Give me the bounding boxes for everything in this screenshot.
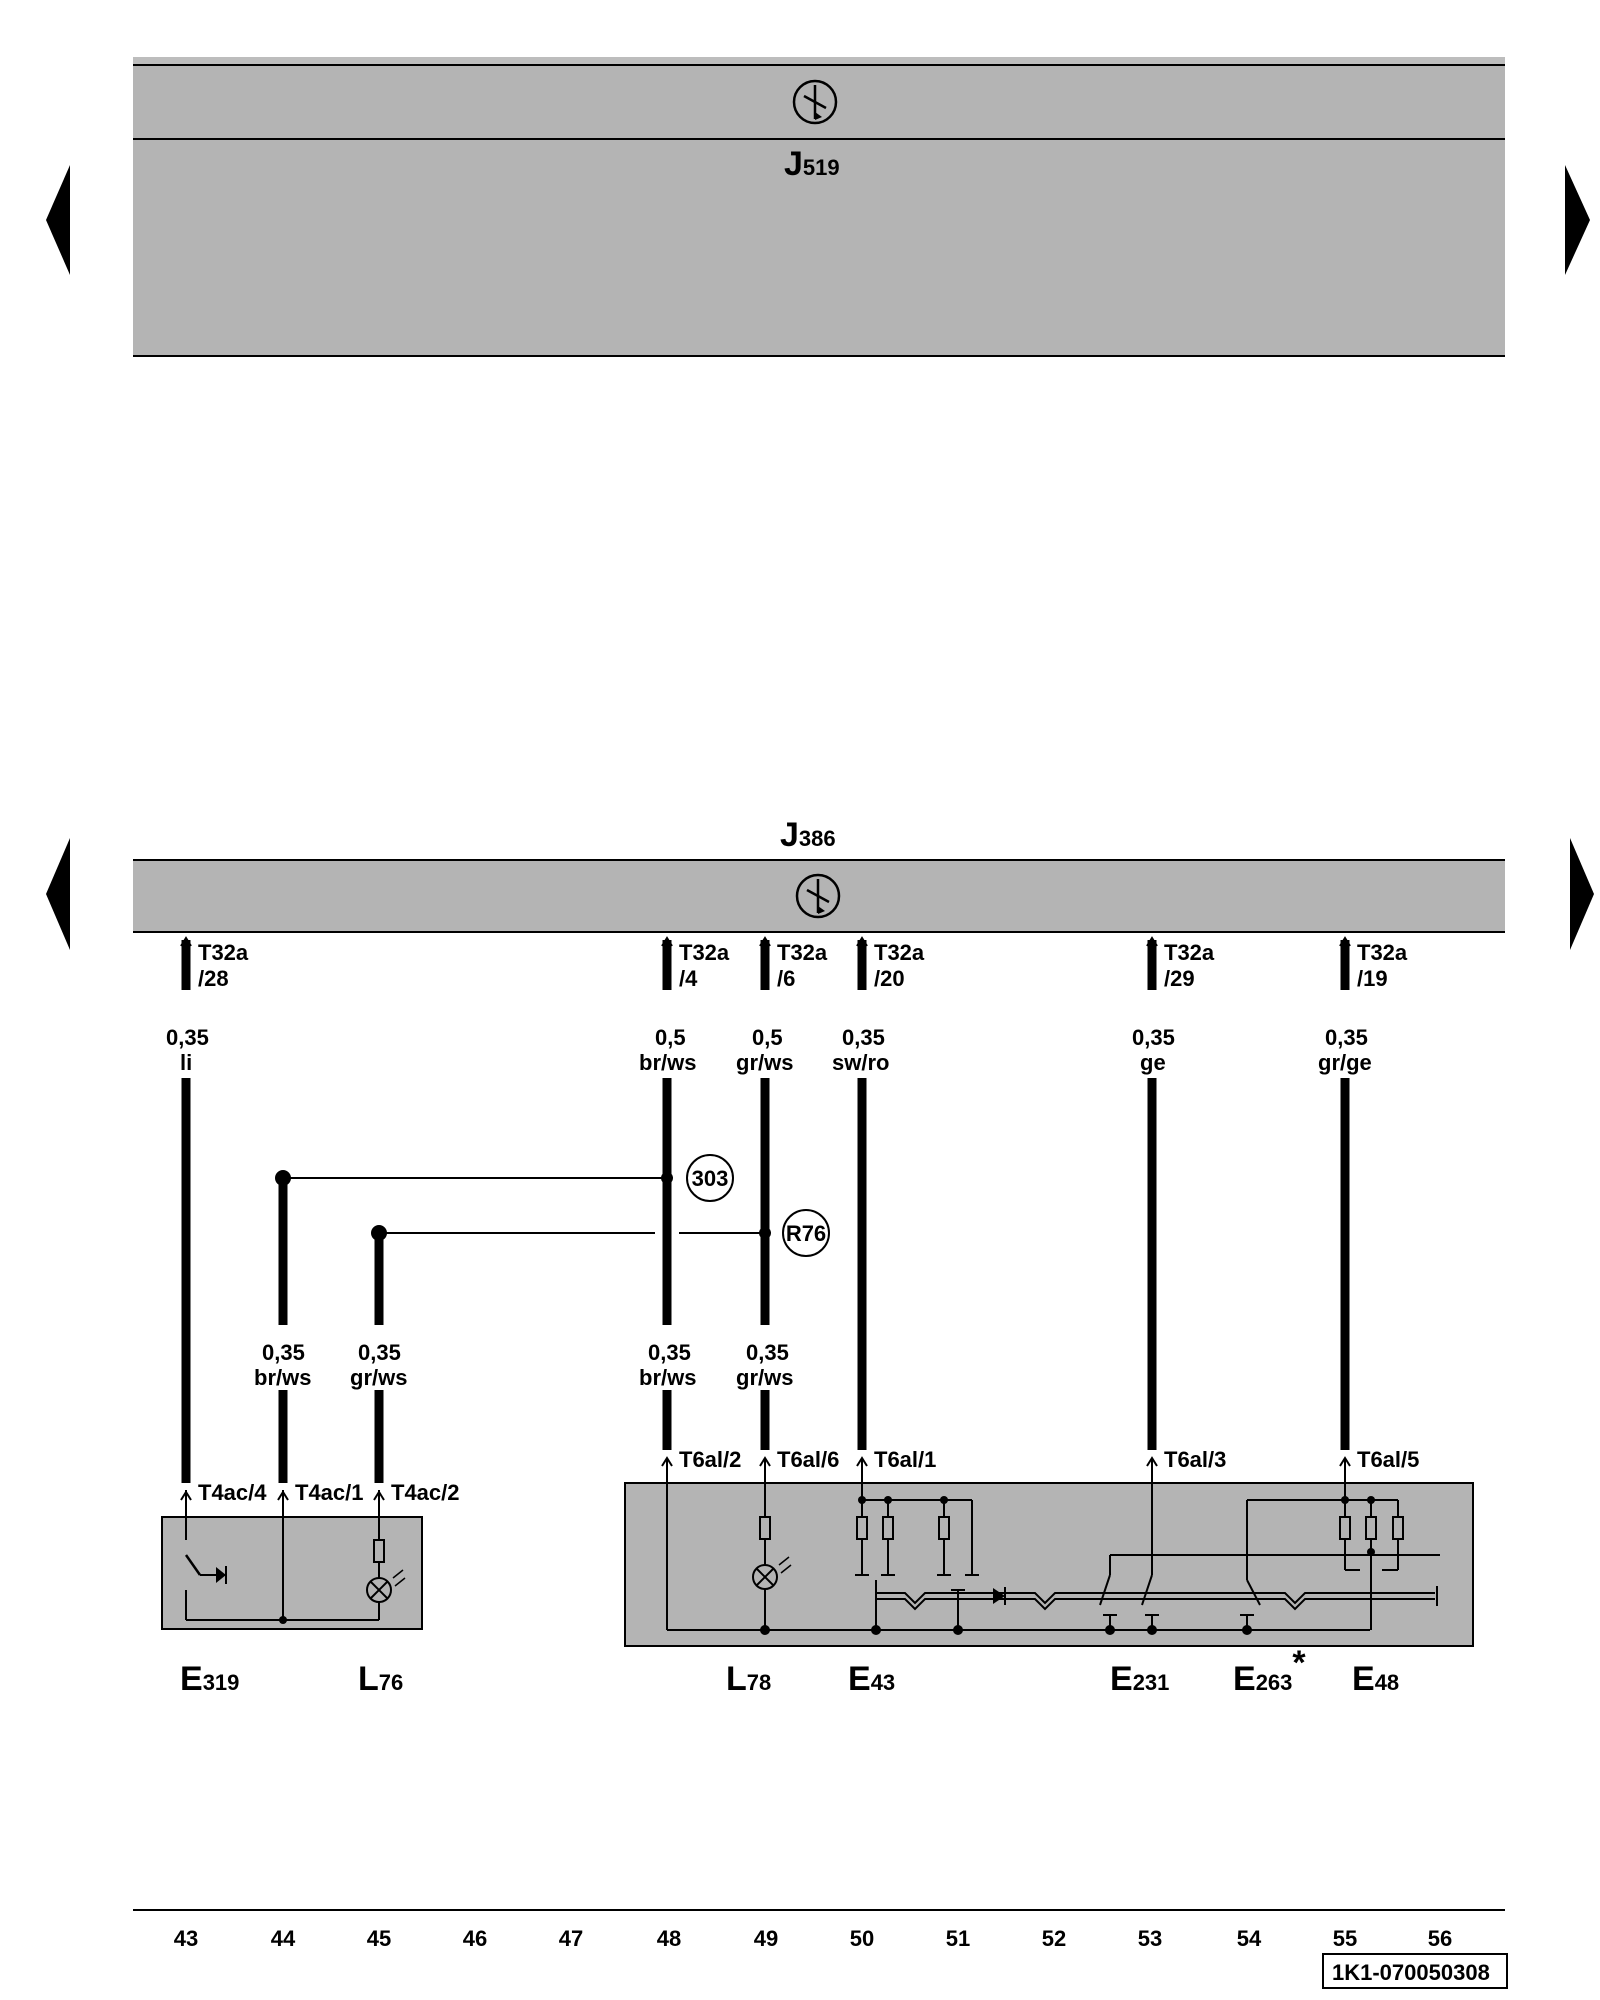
previous-page-arrow-icon[interactable] [46,165,70,275]
connector-pin-label: /20 [874,966,905,991]
connector-label: T6al/2 [679,1447,741,1472]
resistor-ladder-icon [855,1500,979,1576]
wire-color-label: br/ws [639,1050,696,1075]
junction-r76: R76 [782,1209,830,1257]
connector-pin-label: /4 [679,966,698,991]
wire-size-label: 0,35 [358,1340,401,1365]
column-number: 45 [367,1926,391,1951]
switch-module-e43 [624,1458,1474,1647]
wire-size-label: 0,5 [752,1025,783,1050]
wire-size-label: 0,35 [1325,1025,1368,1050]
wire-li: T32a /28 0,35 li T4ac/4 [166,940,267,1505]
svg-text:R76: R76 [786,1221,826,1246]
diode-icon [993,1588,1005,1604]
indicator-lamp-icon [366,1569,406,1603]
previous-page-arrow-icon[interactable] [46,838,70,950]
wire-size-label: 0,35 [262,1340,305,1365]
module-j519-label: J519 [784,145,840,183]
column-number: 47 [559,1926,583,1951]
connector-label: T4ac/2 [391,1480,460,1505]
branch-wire-br-ws: 0,35 br/ws T4ac/1 [254,1170,673,1505]
diode-icon [216,1567,226,1583]
wire-sw-ro: T32a /20 0,35 sw/ro T6al/1 [832,940,936,1472]
component-e48-label: E48 [1352,1660,1399,1698]
next-page-arrow-icon[interactable] [1570,838,1594,950]
column-number: 53 [1138,1926,1162,1951]
component-l76-label: L76 [358,1660,403,1698]
column-number: 43 [174,1926,198,1951]
wire-size-label: 0,35 [648,1340,691,1365]
wire-color-label: ge [1140,1050,1166,1075]
connector-label: T6al/5 [1357,1447,1419,1472]
electronic-module-icon [792,79,838,125]
wire-color-label: br/ws [639,1365,696,1390]
component-e43-label: E43 [848,1660,895,1698]
connector-label: T32a [679,940,730,965]
column-number: 49 [754,1926,778,1951]
wire-color-label: gr/ws [736,1365,793,1390]
switch-module-e319 [161,1490,423,1630]
column-number: 52 [1042,1926,1066,1951]
connector-pin-label: /29 [1164,966,1195,991]
component-e263-label: E263* [1233,1644,1306,1698]
column-numbers: 43 44 45 46 47 48 49 50 51 52 53 54 55 56 [174,1926,1452,1951]
connector-label: T32a [874,940,925,965]
connector-label: T32a [777,940,828,965]
wire-color-label: gr/ws [350,1365,407,1390]
wire-size-label: 0,35 [842,1025,885,1050]
top-pin-markers [180,936,1351,947]
column-number: 46 [463,1926,487,1951]
connector-label: T6al/1 [874,1447,936,1472]
control-unit-j519: J519 [133,57,1505,357]
column-number: 56 [1428,1926,1452,1951]
resistor-ladder-icon [1110,1500,1440,1630]
component-e231-label: E231 [1110,1660,1169,1698]
switch-contact-icon [184,1554,202,1576]
connector-label: T4ac/1 [295,1480,364,1505]
wire-size-label: 0,35 [166,1025,209,1050]
control-unit-j386: J386 [133,816,1505,933]
wire-color-label: li [180,1050,192,1075]
connector-label: T6al/3 [1164,1447,1226,1472]
connector-pin-label: /6 [777,966,795,991]
junction-303: 303 [686,1154,734,1202]
wire-gr-ge: T32a /19 0,35 gr/ge T6al/5 [1318,940,1419,1472]
wire-color-label: gr/ws [736,1050,793,1075]
connector-label: T32a [1164,940,1215,965]
connector-label: T32a [1357,940,1408,965]
connector-label: T4ac/4 [198,1480,267,1505]
connector-label: T32a [198,940,249,965]
connector-label: T6al/6 [777,1447,839,1472]
electronic-module-icon [795,873,841,919]
wire-color-label: gr/ge [1318,1050,1372,1075]
wire-size-label: 0,35 [746,1340,789,1365]
component-labels: E319 L76 L78 E43 E231 E263* E48 [180,1644,1399,1698]
wire-br-ws: T32a /4 0,5 br/ws T6al/2 [639,940,741,1472]
switch-contact-icon [1099,1458,1159,1630]
column-number: 55 [1333,1926,1357,1951]
wire-size-label: 0,35 [1132,1025,1175,1050]
column-number: 51 [946,1926,970,1951]
column-number: 54 [1237,1926,1262,1951]
document-code: 1K1-070050308 [1322,1953,1508,1989]
column-number: 44 [271,1926,296,1951]
wire-gr-ws: T32a /6 0,5 gr/ws T6al/6 [736,940,839,1472]
component-e319-label: E319 [180,1660,239,1698]
connector-pin-label: /19 [1357,966,1388,991]
wire-size-label: 0,5 [655,1025,686,1050]
column-number: 48 [657,1926,681,1951]
module-j386-label: J386 [780,816,836,854]
next-page-arrow-icon[interactable] [1565,165,1590,275]
wire-ge: T32a /29 0,35 ge T6al/3 [1132,940,1226,1472]
wire-color-label: br/ws [254,1365,311,1390]
column-number: 50 [850,1926,874,1951]
connector-pin-label: /28 [198,966,229,991]
svg-text:1K1-070050308: 1K1-070050308 [1332,1960,1490,1985]
wire-color-label: sw/ro [832,1050,889,1075]
branch-wire-gr-ws: 0,35 gr/ws T4ac/2 [350,1225,771,1505]
mechanical-link-icon [875,1586,1438,1611]
main-wires: T32a /28 0,35 li T4ac/4 T32a /4 0,5 br/w… [166,940,1419,1505]
component-l78-label: L78 [726,1660,771,1698]
svg-text:303: 303 [692,1166,729,1191]
